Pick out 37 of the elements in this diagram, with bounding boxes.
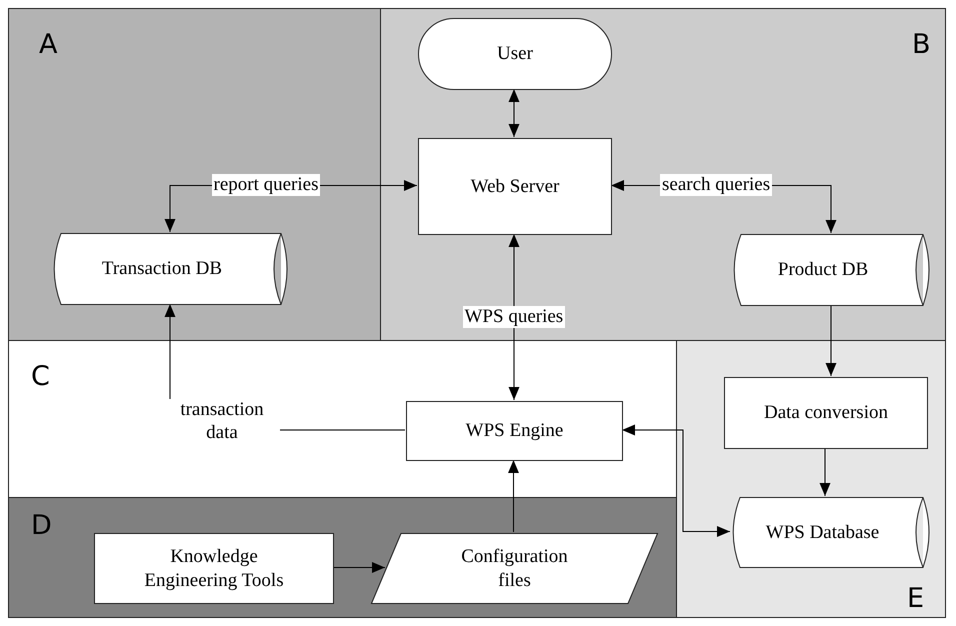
node-label: Configuration files — [460, 544, 569, 592]
node-label: Product DB — [778, 258, 868, 282]
region-panel — [8, 8, 381, 341]
node-label: Web Server — [470, 174, 560, 198]
edge-label: WPS queries — [462, 306, 566, 328]
node-label: WPS Database — [766, 520, 880, 544]
node-label: User — [497, 42, 533, 66]
arrow — [508, 88, 520, 138]
node-label: WPS Engine — [466, 419, 564, 443]
edge-label: report queries — [212, 174, 320, 196]
region-panel — [676, 340, 946, 618]
region-panel — [8, 497, 677, 618]
database-cylinder — [732, 234, 932, 306]
database-cylinder — [731, 497, 932, 568]
region-letter: E — [907, 585, 924, 612]
data-parallelogram — [371, 533, 658, 604]
process-box — [724, 377, 928, 449]
process-box — [406, 401, 623, 461]
database-cylinder — [52, 233, 290, 305]
process-box — [418, 138, 612, 235]
edge-label: search queries — [660, 174, 772, 196]
arrow — [332, 562, 386, 573]
arrow — [508, 234, 520, 400]
arrow — [820, 448, 830, 496]
arrow — [508, 460, 519, 532]
node-label: Transaction DB — [102, 257, 222, 281]
terminal-shape — [418, 18, 612, 90]
region-panel — [380, 8, 946, 341]
arrow — [622, 424, 730, 537]
region-letter: B — [912, 31, 931, 58]
process-box — [94, 533, 334, 604]
node-label: Data conversion — [764, 401, 888, 425]
region-letter: A — [39, 31, 58, 58]
arrow — [826, 304, 836, 376]
region-letter: C — [31, 363, 50, 390]
node-label: Knowledge Engineering Tools — [143, 544, 285, 592]
region-letter: D — [31, 512, 52, 539]
